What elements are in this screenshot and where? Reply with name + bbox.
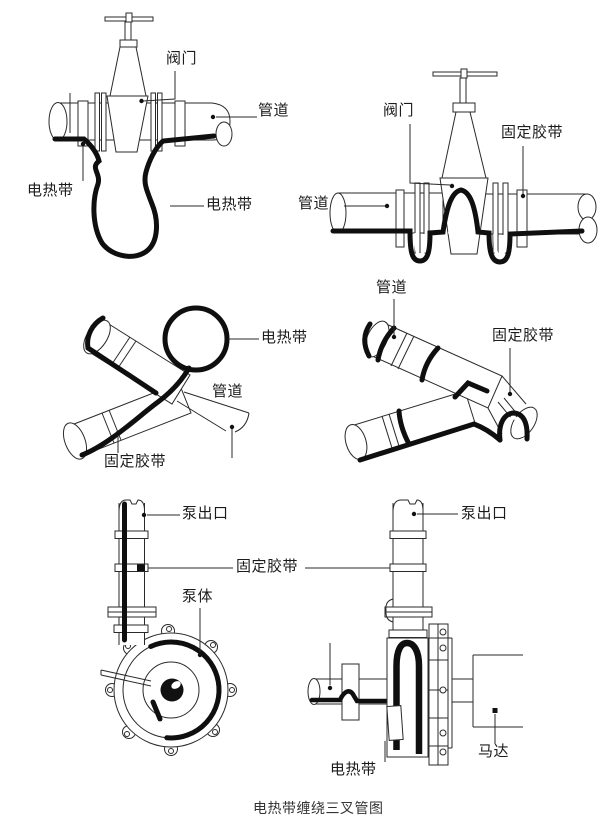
label-pump-outlet-right: 泵出口: [461, 504, 508, 522]
heating-cable: [309, 689, 389, 704]
heating-cable: [357, 321, 530, 463]
diagram-valve-with-cable-loop: [48, 12, 257, 259]
label-tape-mid-right: 固定胶带: [492, 326, 555, 344]
label-tape-top-right: 固定胶带: [501, 123, 564, 141]
label-pipe-top-right: 管道: [298, 194, 330, 212]
leader-lines: [69, 71, 257, 207]
heating-cable: [52, 133, 217, 259]
label-cable-right: 电热带: [206, 195, 253, 213]
diagram-pump-side: [307, 499, 523, 766]
label-pump-body: 泵体: [182, 587, 214, 605]
figure-caption: 电热带缠绕三叉管图: [253, 801, 384, 817]
diagram-pump-front: [100, 499, 237, 756]
heating-cable: [79, 305, 230, 458]
heating-cable: [330, 187, 585, 265]
label-tape-bottom: 固定胶带: [236, 557, 299, 575]
label-pipe-top-left: 管道: [258, 101, 290, 119]
leader-lines: [384, 511, 498, 762]
valve-body: [104, 12, 154, 153]
label-cable-bottom-right: 电热带: [330, 760, 377, 778]
leader-lines: [344, 124, 526, 209]
label-cable-left: 电热带: [27, 181, 74, 199]
heating-cable: [122, 501, 222, 741]
leader-lines: [391, 299, 513, 397]
label-pipe-mid-left: 管道: [212, 382, 244, 400]
diagram-tee-wrapped: [344, 299, 538, 463]
label-tape-mid-left: 固定胶带: [104, 452, 167, 470]
heating-cable-u: [393, 639, 423, 754]
diagram-tee-with-cable-loop: [62, 305, 259, 460]
label-valve-top-left: 阀门: [166, 49, 198, 67]
label-pipe-mid-right: 管道: [376, 278, 408, 296]
motor-outline: [452, 654, 523, 728]
leader-lines: [141, 512, 203, 658]
leader-lines: [115, 338, 259, 458]
label-motor: 马达: [478, 742, 510, 760]
diagram-valve-wrapped: [329, 68, 598, 265]
label-valve-top-right: 阀门: [383, 101, 415, 119]
label-cable-mid-left: 电热带: [261, 328, 308, 346]
label-pump-outlet-left: 泵出口: [182, 504, 229, 522]
